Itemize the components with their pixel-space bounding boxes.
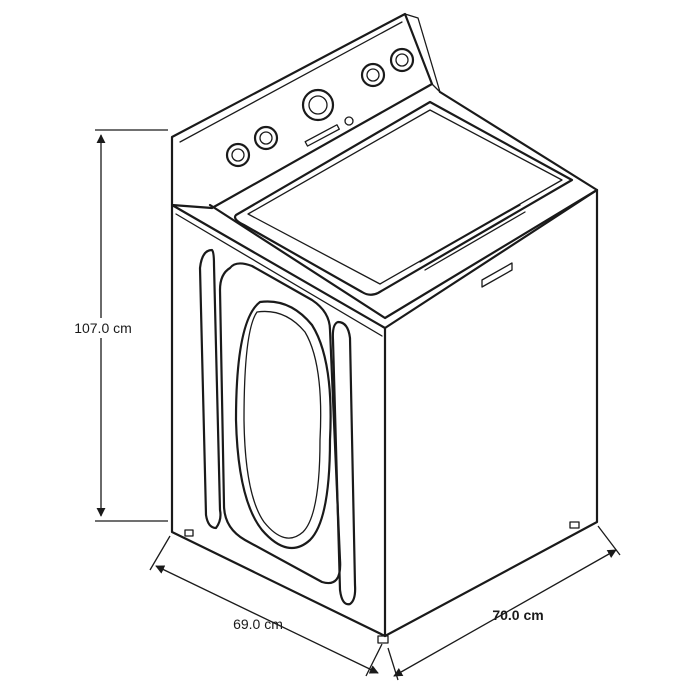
depth-dimension-label: 69.0 cm xyxy=(233,616,283,632)
lid-outline xyxy=(233,100,574,296)
front-decoration xyxy=(198,248,357,606)
width-dimension-label: 70.0 cm xyxy=(492,607,543,623)
door-window xyxy=(234,300,332,550)
knob-left-inner xyxy=(253,125,279,151)
knob-right-outer xyxy=(389,47,415,73)
knob-left-outer xyxy=(225,142,251,168)
washer-body xyxy=(170,90,599,638)
knob-center-dial xyxy=(301,88,335,122)
lid-hinge-slot xyxy=(481,262,513,288)
knob-right-inner xyxy=(360,62,386,88)
side-panel xyxy=(383,188,599,638)
left-trim-strip xyxy=(198,248,222,530)
height-dimension xyxy=(60,129,168,522)
depth-dimension xyxy=(149,535,383,677)
door-frame xyxy=(218,262,342,585)
top-surface xyxy=(208,90,599,320)
height-dimension-label: 107.0 cm xyxy=(74,320,132,336)
width-dimension xyxy=(387,525,621,681)
control-console xyxy=(170,12,441,210)
lid xyxy=(233,100,574,296)
status-lights xyxy=(304,116,354,147)
console-front xyxy=(170,12,434,210)
